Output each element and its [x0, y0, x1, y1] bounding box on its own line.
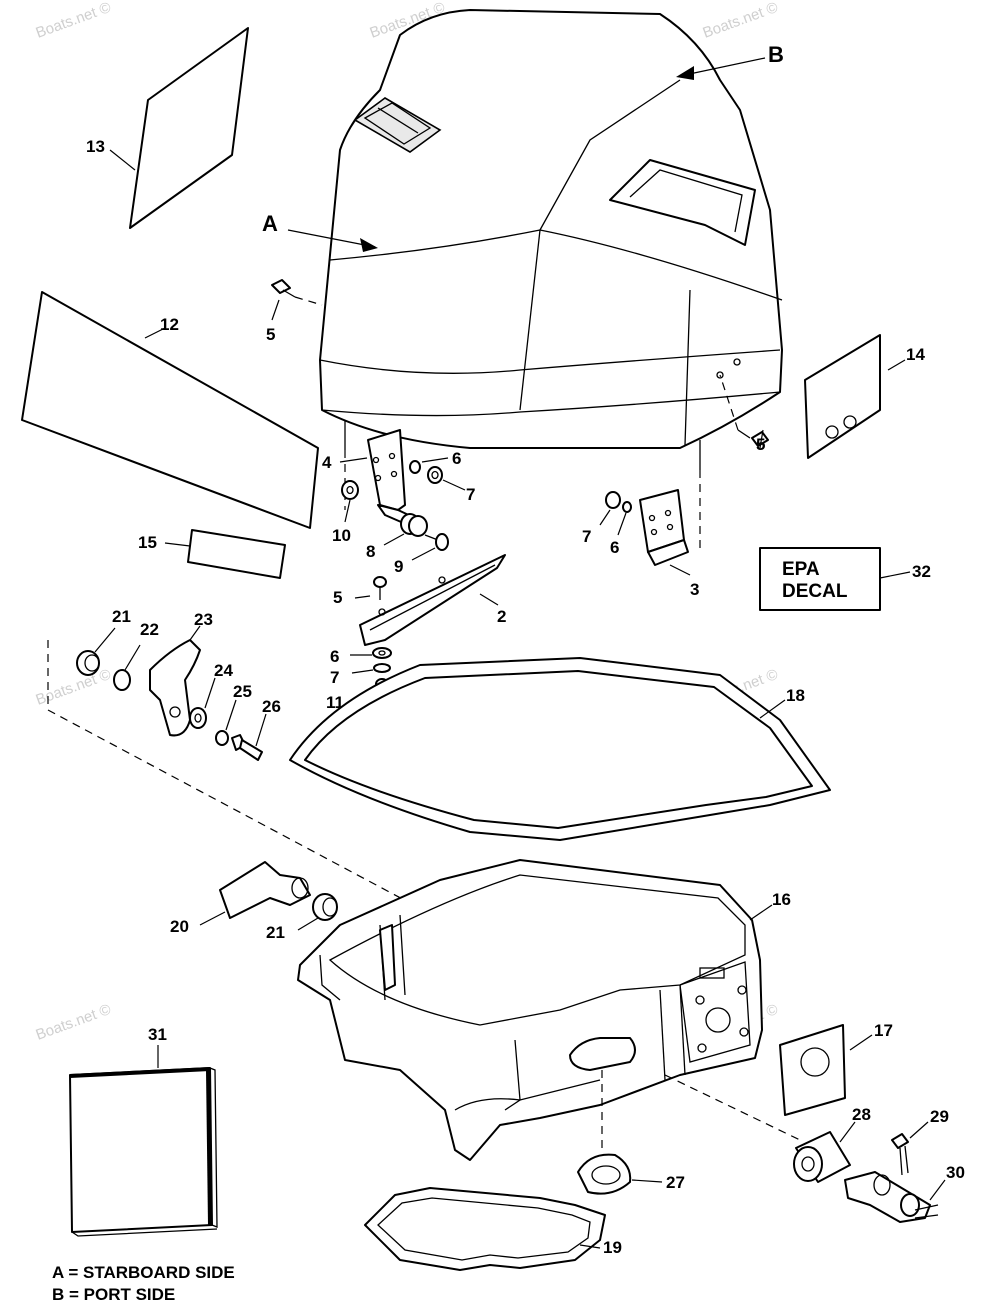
- callout-2: 2: [497, 607, 506, 626]
- washer-7: 7: [330, 663, 391, 687]
- screw-5: 5: [266, 279, 323, 344]
- callout-13: 13: [86, 137, 105, 156]
- callout-24: 24: [214, 661, 233, 680]
- view-arrows: A B: [262, 42, 784, 252]
- callout-6: 6: [452, 449, 461, 468]
- nut-7: 7: [427, 466, 475, 504]
- callout-29: 29: [930, 1107, 949, 1126]
- decal-12: 12: [21, 291, 319, 529]
- callout-5: 5: [333, 588, 342, 607]
- callout-6: 6: [330, 647, 339, 666]
- callout-7: 7: [330, 668, 339, 687]
- callout-6: 6: [610, 538, 619, 557]
- callout-20: 20: [170, 917, 189, 936]
- callout-14: 14: [906, 345, 925, 364]
- screw-9: 9: [394, 533, 449, 576]
- callout-25: 25: [233, 682, 252, 701]
- callout-32: 32: [912, 562, 931, 581]
- bracket-3: 3: [639, 489, 699, 599]
- callout-12: 12: [160, 315, 179, 334]
- callout-28: 28: [852, 1105, 871, 1124]
- callout-18: 18: [786, 686, 805, 705]
- callout-30: 30: [946, 1163, 965, 1182]
- callout-9: 9: [394, 557, 403, 576]
- watermark: Boats.net ©: [34, 0, 114, 42]
- bottom-cowl: 16: [297, 859, 791, 1161]
- callout-8: 8: [366, 542, 375, 561]
- legend-starboard: A = STARBOARD SIDE: [52, 1263, 235, 1282]
- watermark: Boats.net ©: [34, 1001, 114, 1044]
- callout-31: 31: [148, 1025, 167, 1044]
- callout-16: 16: [772, 890, 791, 909]
- callout-15: 15: [138, 533, 157, 552]
- hook-assembly: 21 22 23 24 25 26: [47, 607, 471, 985]
- callout-a: A: [262, 211, 278, 236]
- callout-7: 7: [466, 485, 475, 504]
- grommet-27: 27: [577, 1153, 685, 1195]
- lever-20: 20: [170, 861, 311, 936]
- washer-6: 6: [330, 647, 392, 666]
- epa-decal-32: EPA DECAL 32: [759, 547, 931, 611]
- epa-decal-line1: EPA: [782, 559, 820, 580]
- manual-31: 31: [69, 1025, 218, 1237]
- watermark: Boats.net ©: [34, 666, 114, 709]
- nut-10: 10: [332, 480, 359, 545]
- callout-21: 21: [112, 607, 131, 626]
- callout-27: 27: [666, 1173, 685, 1192]
- decal-14: 14: [804, 334, 925, 459]
- watermark: Boats.net ©: [701, 0, 781, 42]
- epa-decal-line2: DECAL: [782, 581, 848, 602]
- callout-21: 21: [266, 923, 285, 942]
- callout-4: 4: [322, 453, 332, 472]
- grommet-28: 28: [793, 1105, 871, 1183]
- latch-2: 2: [359, 554, 506, 646]
- screw-5: 5: [719, 374, 769, 454]
- screw-29: 29: [891, 1107, 949, 1176]
- callout-5: 5: [756, 435, 765, 454]
- seal-18: 18: [289, 657, 831, 841]
- seal-19: 19: [364, 1187, 622, 1271]
- callout-23: 23: [194, 610, 213, 629]
- screw-5: 5: [333, 576, 387, 607]
- decal-13: 13: [86, 27, 249, 229]
- legend-port: B = PORT SIDE: [52, 1285, 175, 1304]
- gasket-17: 17: [779, 1021, 893, 1116]
- callout-3: 3: [690, 580, 699, 599]
- washer-6: 6: [409, 449, 461, 474]
- bushing-8: 8: [366, 513, 428, 561]
- nut-7: 7: [582, 491, 621, 546]
- bushing-21: 21: [266, 893, 338, 942]
- washer-6: 6: [610, 501, 632, 557]
- callout-22: 22: [140, 620, 159, 639]
- callout-7: 7: [582, 527, 591, 546]
- callout-17: 17: [874, 1021, 893, 1040]
- callout-26: 26: [262, 697, 281, 716]
- top-cowl: [319, 9, 783, 470]
- connector-30: 30: [844, 1163, 965, 1223]
- callout-10: 10: [332, 526, 351, 545]
- callout-b: B: [768, 42, 784, 67]
- decal-15: 15: [138, 529, 286, 579]
- bracket-4: 4: [322, 429, 416, 526]
- callout-5: 5: [266, 325, 275, 344]
- legend: A = STARBOARD SIDE B = PORT SIDE: [52, 1263, 235, 1304]
- callout-19: 19: [603, 1238, 622, 1257]
